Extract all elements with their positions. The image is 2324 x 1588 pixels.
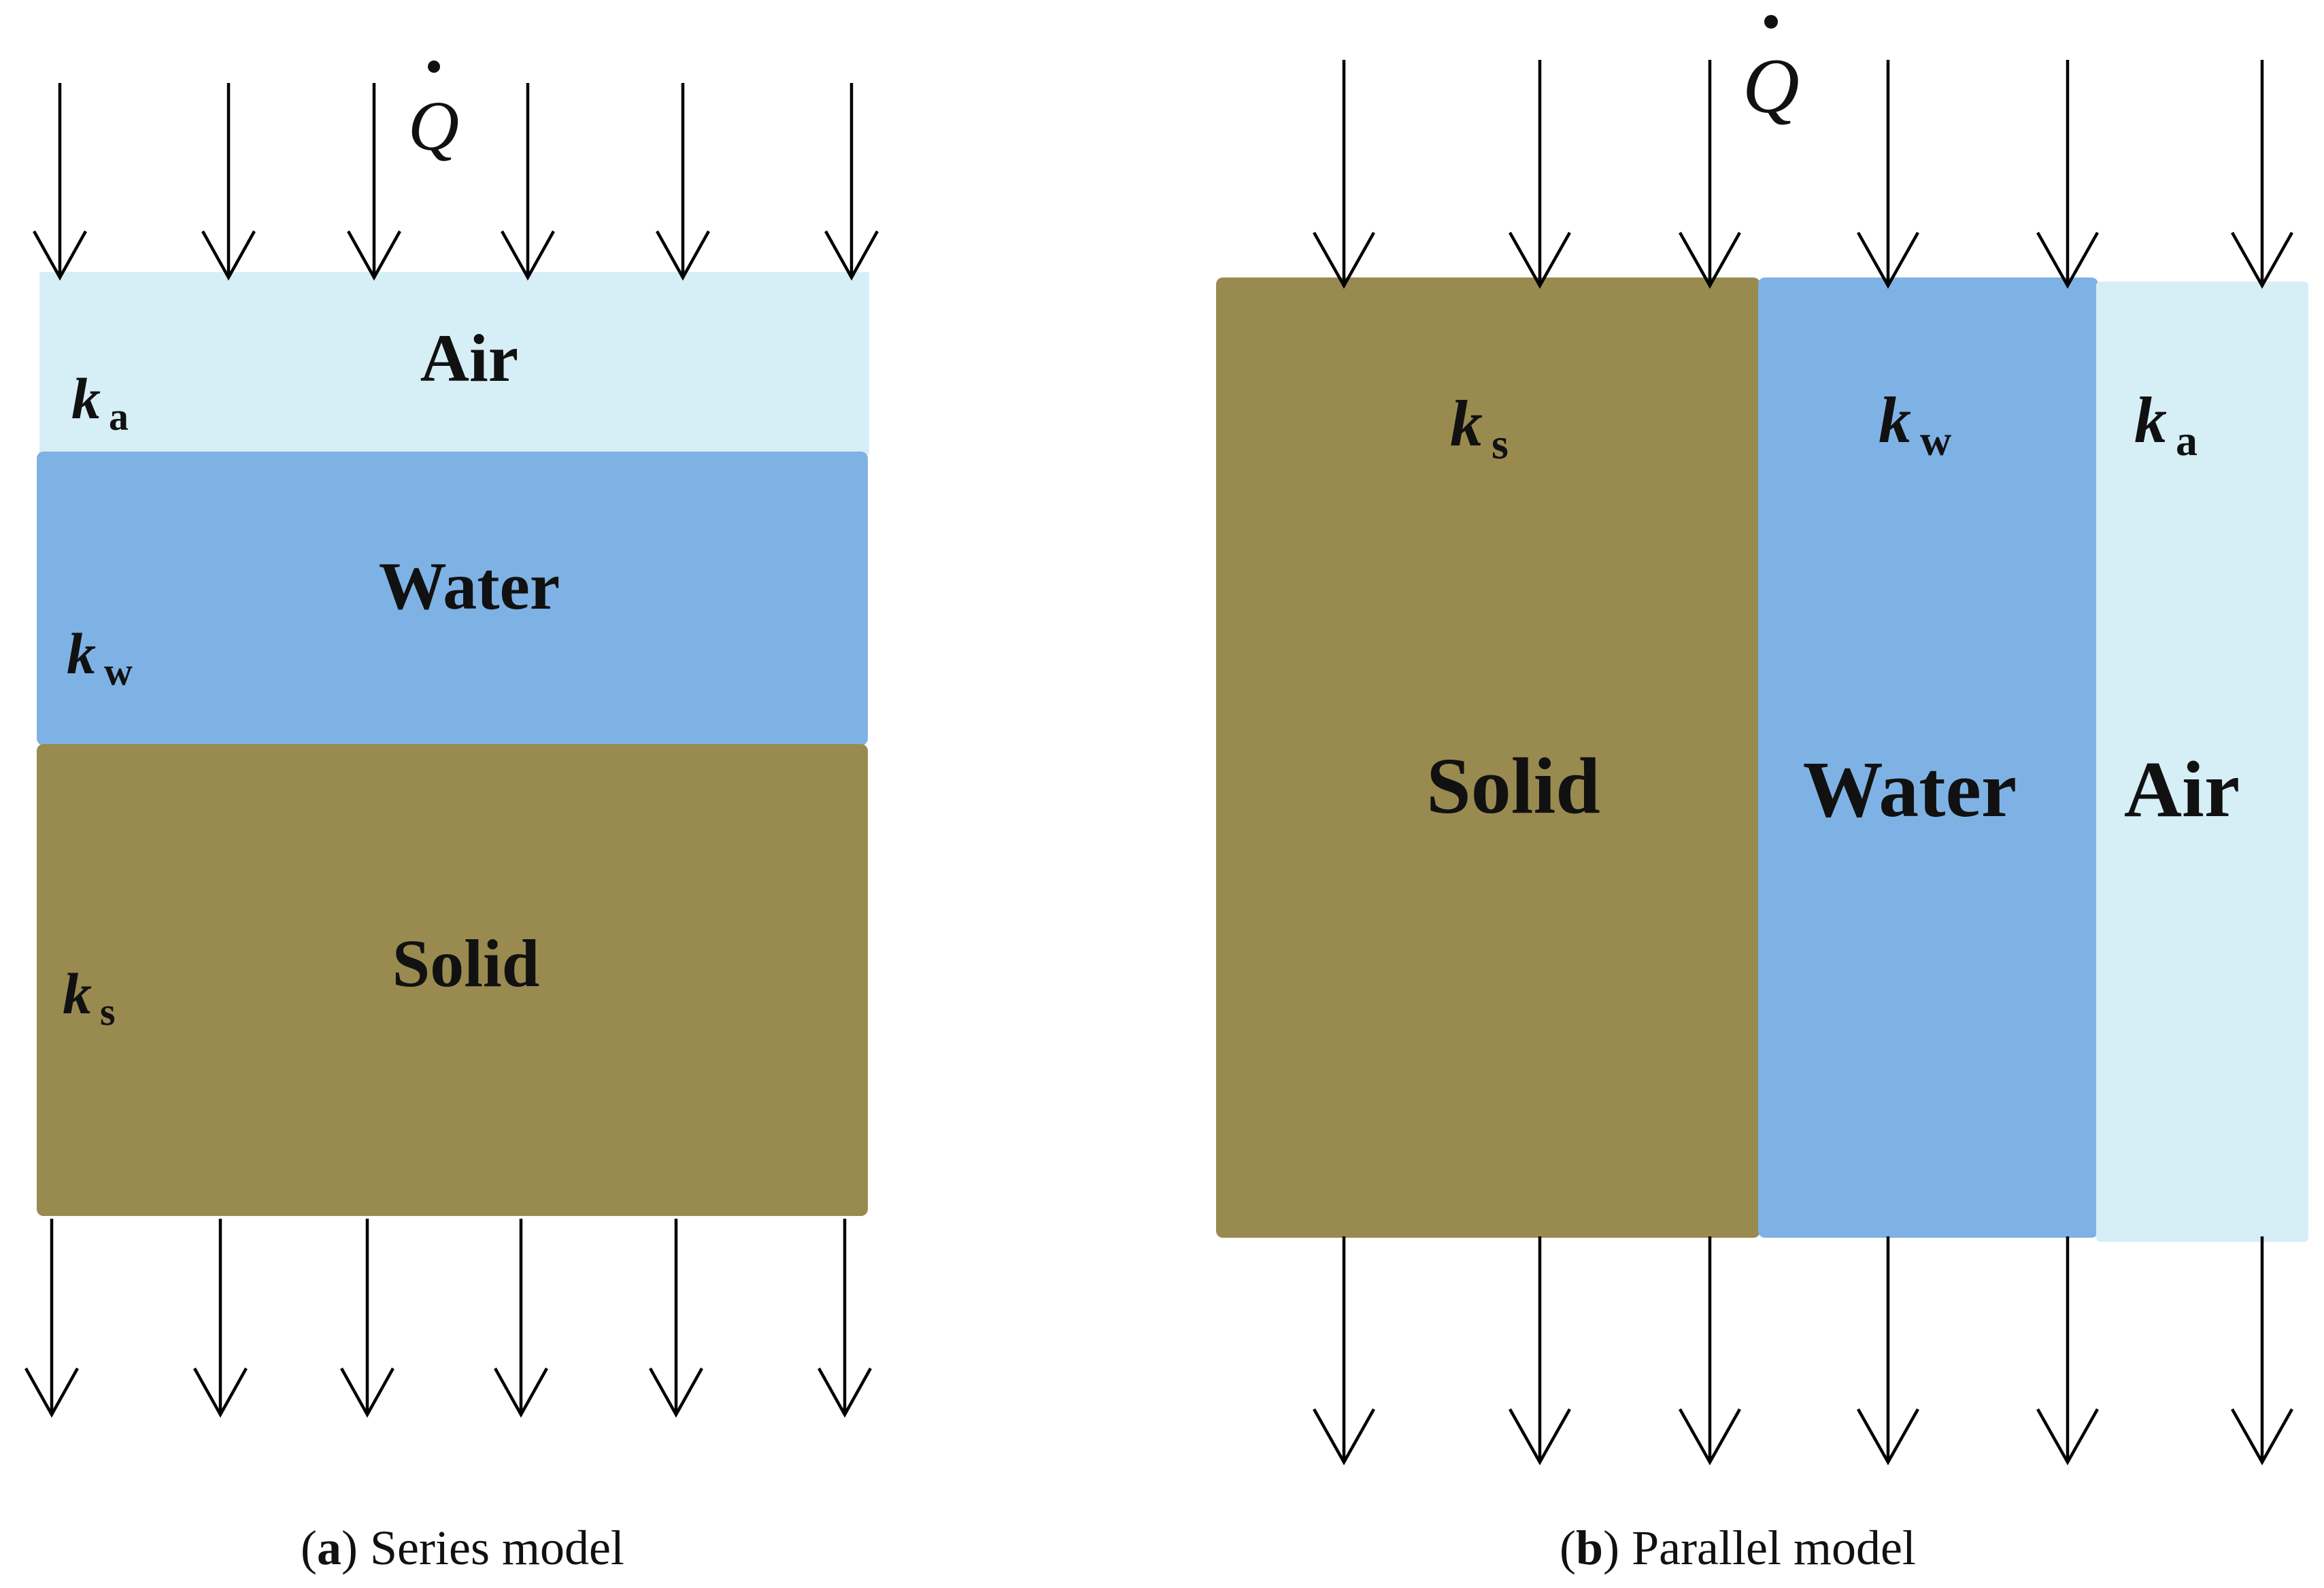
parallel-air-column xyxy=(2096,282,2308,1242)
arrow-down-icon xyxy=(2036,60,2099,289)
arrow-down-icon xyxy=(2231,60,2293,289)
arrow-down-icon xyxy=(1313,1236,1375,1466)
series-k-air: k a xyxy=(71,366,129,439)
parallel-water-label: Water xyxy=(1803,745,2017,834)
svg-text:Q: Q xyxy=(1742,43,1800,130)
svg-text:k: k xyxy=(2134,384,2167,456)
parallel-solid-label: Solid xyxy=(1426,741,1600,830)
arrow-down-icon xyxy=(1857,1236,1919,1466)
parallel-k-air: k a xyxy=(2134,384,2197,464)
arrow-down-icon xyxy=(1857,60,1919,289)
arrow-down-icon xyxy=(340,1219,394,1418)
parallel-k-water: k w xyxy=(1879,384,1951,464)
svg-text:Q: Q xyxy=(408,87,459,165)
arrow-down-icon xyxy=(347,83,401,281)
series-caption: (a) Series model xyxy=(301,1521,624,1575)
parallel-water-column xyxy=(1758,277,2098,1238)
arrow-down-icon xyxy=(1679,1236,1741,1466)
arrow-down-icon xyxy=(24,1219,79,1418)
series-air-layer xyxy=(39,272,869,454)
series-k-solid: k s xyxy=(63,961,116,1034)
series-arrows-in xyxy=(33,83,879,281)
arrow-down-icon xyxy=(649,1219,703,1418)
svg-text:s: s xyxy=(1492,420,1509,468)
arrow-down-icon xyxy=(2036,1236,2099,1466)
arrow-down-icon xyxy=(818,1219,872,1418)
arrow-down-icon xyxy=(1509,1236,1571,1466)
svg-text:k: k xyxy=(1450,387,1483,460)
svg-text:w: w xyxy=(1920,416,1951,464)
series-k-water: k w xyxy=(67,621,133,694)
arrow-down-icon xyxy=(1679,60,1741,289)
arrow-down-icon xyxy=(1313,60,1375,289)
parallel-caption: (b) Parallel model xyxy=(1560,1521,1916,1575)
svg-text:s: s xyxy=(100,990,116,1034)
parallel-model: Solid Water Air k s k w k a Q xyxy=(1216,15,2308,1575)
svg-text:k: k xyxy=(63,961,92,1026)
series-model: Air Water Solid k a k w k s Q xyxy=(24,61,879,1575)
parallel-arrows-in xyxy=(1313,60,2293,289)
svg-text:w: w xyxy=(104,649,133,694)
arrow-down-icon xyxy=(824,83,879,281)
series-water-layer xyxy=(37,452,868,745)
arrow-down-icon xyxy=(33,83,87,281)
arrow-down-icon xyxy=(1509,60,1571,289)
svg-text:k: k xyxy=(1879,384,1911,456)
arrow-down-icon xyxy=(201,83,256,281)
svg-text:a: a xyxy=(2176,416,2197,464)
series-arrows-out xyxy=(24,1219,872,1418)
series-solid-label: Solid xyxy=(392,926,540,1001)
parallel-arrows-out xyxy=(1313,1236,2293,1466)
series-air-label: Air xyxy=(420,320,518,396)
series-heat-symbol: Q xyxy=(408,61,459,165)
svg-text:k: k xyxy=(67,621,96,686)
parallel-k-solid: k s xyxy=(1450,387,1509,468)
arrow-down-icon xyxy=(656,83,710,281)
series-water-label: Water xyxy=(379,548,560,624)
parallel-heat-symbol: Q xyxy=(1742,15,1800,130)
arrow-down-icon xyxy=(501,83,555,281)
arrow-down-icon xyxy=(494,1219,548,1418)
svg-text:a: a xyxy=(109,394,129,439)
arrow-down-icon xyxy=(193,1219,248,1418)
parallel-solid-column xyxy=(1216,277,1760,1238)
parallel-air-label: Air xyxy=(2124,745,2240,834)
series-solid-layer xyxy=(37,744,868,1216)
svg-text:k: k xyxy=(71,366,101,431)
arrow-down-icon xyxy=(2231,1236,2293,1466)
